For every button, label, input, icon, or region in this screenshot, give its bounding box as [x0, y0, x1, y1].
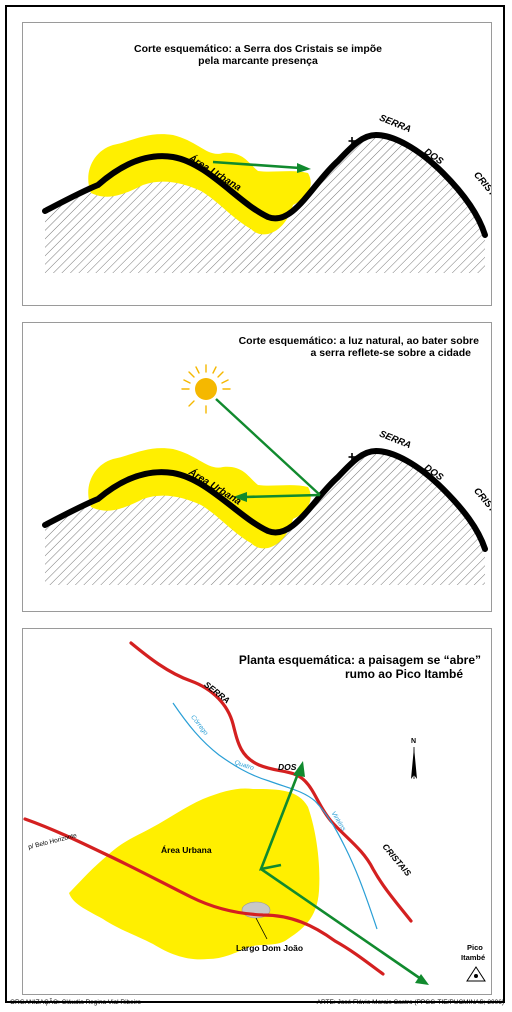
plan-view-map: N SERRA DOS CRISTAIS Córrego Quatro Vint…: [23, 641, 486, 985]
cristais-label: CRISTAIS: [471, 486, 492, 527]
stream-label-corrego: Córrego: [189, 714, 209, 737]
serra-ridge-line: [129, 641, 413, 923]
panel-2-title-line1: Corte esquemático: a luz natural, ao bat…: [238, 335, 479, 347]
footer-organization: ORGANIZAÇÃO: Cláudia Regina Vial Ribeiro: [10, 999, 142, 1006]
cristais-label: CRISTAIS: [380, 842, 413, 879]
largo-leader-line: [255, 917, 268, 940]
panel-cross-section-2: Área Urbana SERRA DOS CRISTAIS Corte esq…: [22, 322, 492, 612]
cross-section-1-drawing: Área Urbana SERRA DOS CRISTAIS: [42, 113, 492, 273]
serra-label: SERRA: [202, 679, 232, 705]
panel-1-title-line1: Corte esquemático: a Serra dos Cristais …: [133, 43, 382, 55]
cross-section-2-drawing: Área Urbana SERRA DOS CRISTAIS: [42, 364, 492, 585]
pico-label-line1: Pico: [467, 943, 483, 952]
footer-art-credit: ARTE: José Flávio Morais Castro (PPGG-TI…: [316, 999, 504, 1006]
road-line: [23, 817, 385, 976]
sun-icon: [181, 364, 231, 414]
urban-area-label: Área Urbana: [161, 845, 212, 855]
panel-2-title-line2: a serra reflete-se sobre a cidade: [310, 347, 471, 359]
pico-label-line2: Itambé: [461, 953, 485, 962]
road-label: p/ Belo Horizonte: [28, 832, 78, 851]
church-cross-icon: [348, 453, 356, 465]
panel-plan-view: N SERRA DOS CRISTAIS Córrego Quatro Vint…: [22, 628, 492, 995]
north-label: N: [411, 738, 416, 745]
serra-label: SERRA: [378, 429, 413, 452]
panel-2-title: Corte esquemático: a luz natural, ao bat…: [239, 335, 479, 359]
panel-1-title-line2: pela marcante presença: [198, 55, 318, 67]
panel-cross-section-1: Área Urbana SERRA DOS CRISTAIS Corte esq…: [22, 22, 492, 306]
largo-label: Largo Dom João: [236, 943, 303, 953]
church-cross-icon: [348, 137, 356, 149]
terrain-profile-line: [42, 131, 488, 238]
panel-3-title-line1: Planta esquemática: a paisagem se “abre”: [238, 653, 481, 667]
serra-label: SERRA: [378, 113, 413, 136]
panel-1-title: Corte esquemático: a Serra dos Cristais …: [23, 43, 491, 67]
view-arrows: [258, 761, 429, 985]
pico-itambe-icon: [466, 966, 486, 982]
cristais-label: CRISTAIS: [471, 170, 492, 211]
outer-frame: [5, 5, 505, 1003]
north-arrow-icon: [411, 747, 417, 779]
reflection-arrow: [233, 492, 321, 502]
dos-label: DOS: [278, 762, 297, 772]
green-arrow: [212, 160, 311, 173]
terrain-profile-line: [42, 447, 488, 552]
panel-3-title: Planta esquemática: a paisagem se “abre”…: [239, 653, 481, 681]
panel-3-title-line2: rumo ao Pico Itambé: [344, 667, 463, 681]
light-ray-line: [215, 398, 321, 496]
stream-line: [172, 702, 378, 930]
